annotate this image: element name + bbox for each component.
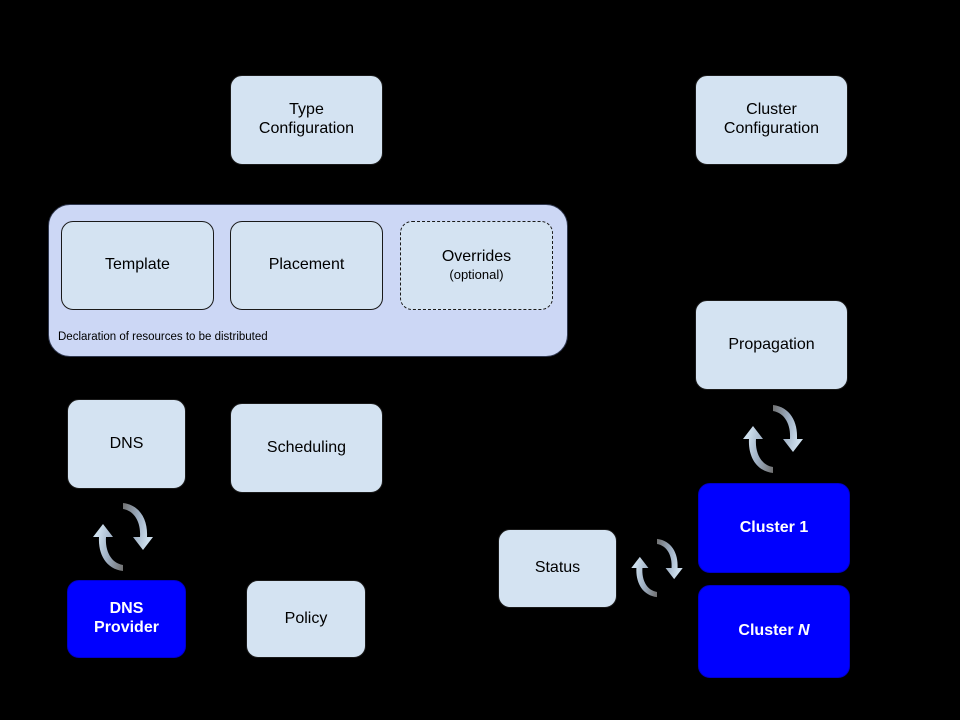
node-scheduling-label: Scheduling [266, 438, 347, 456]
node-cluster-configuration-line1: Cluster [746, 101, 797, 119]
node-cluster-n-prefix: Cluster [738, 622, 798, 640]
node-status[interactable]: Status [498, 529, 617, 608]
node-policy-label: Policy [284, 609, 328, 627]
node-cluster-configuration-line2: Configuration [723, 120, 820, 137]
node-dns-label: DNS [109, 434, 144, 452]
node-dns-provider[interactable]: DNS Provider [67, 580, 186, 658]
node-placement-label: Placement [268, 256, 345, 274]
node-cluster-1-suffix: 1 [799, 518, 809, 536]
node-cluster-1[interactable]: Cluster 1 [698, 483, 850, 573]
node-type-configuration-line1: Type [289, 101, 324, 119]
node-dns-provider-line2: Provider [94, 619, 159, 636]
node-type-configuration[interactable]: Type Configuration [230, 75, 383, 165]
node-dns[interactable]: DNS [67, 399, 186, 489]
sync-icon-status [627, 529, 687, 607]
node-dns-provider-line1: DNS [109, 600, 144, 618]
node-cluster-1-label: Cluster 1 [740, 519, 808, 538]
sync-icon-dns [88, 498, 158, 576]
node-propagation-label: Propagation [728, 335, 815, 353]
node-policy[interactable]: Policy [246, 580, 366, 658]
node-overrides[interactable]: Overrides (optional) [400, 221, 553, 310]
node-type-configuration-line2: Configuration [258, 120, 355, 137]
node-scheduling[interactable]: Scheduling [230, 403, 383, 493]
node-overrides-label: Overrides [441, 248, 512, 266]
node-overrides-sublabel: (optional) [449, 267, 504, 283]
node-cluster-1-prefix: Cluster [739, 518, 800, 536]
node-cluster-configuration[interactable]: Cluster Configuration [695, 75, 848, 165]
node-cluster-n[interactable]: Cluster N [698, 585, 850, 678]
group-caption: Declaration of resources to be distribut… [58, 331, 268, 343]
node-placement[interactable]: Placement [230, 221, 383, 310]
node-cluster-n-label: Cluster N [738, 622, 809, 641]
node-propagation[interactable]: Propagation [695, 300, 848, 390]
node-template-label: Template [105, 256, 170, 274]
node-cluster-n-suffix: N [798, 622, 810, 640]
sync-icon-propagation [738, 400, 808, 478]
node-template[interactable]: Template [61, 221, 214, 310]
node-status-label: Status [534, 559, 581, 577]
